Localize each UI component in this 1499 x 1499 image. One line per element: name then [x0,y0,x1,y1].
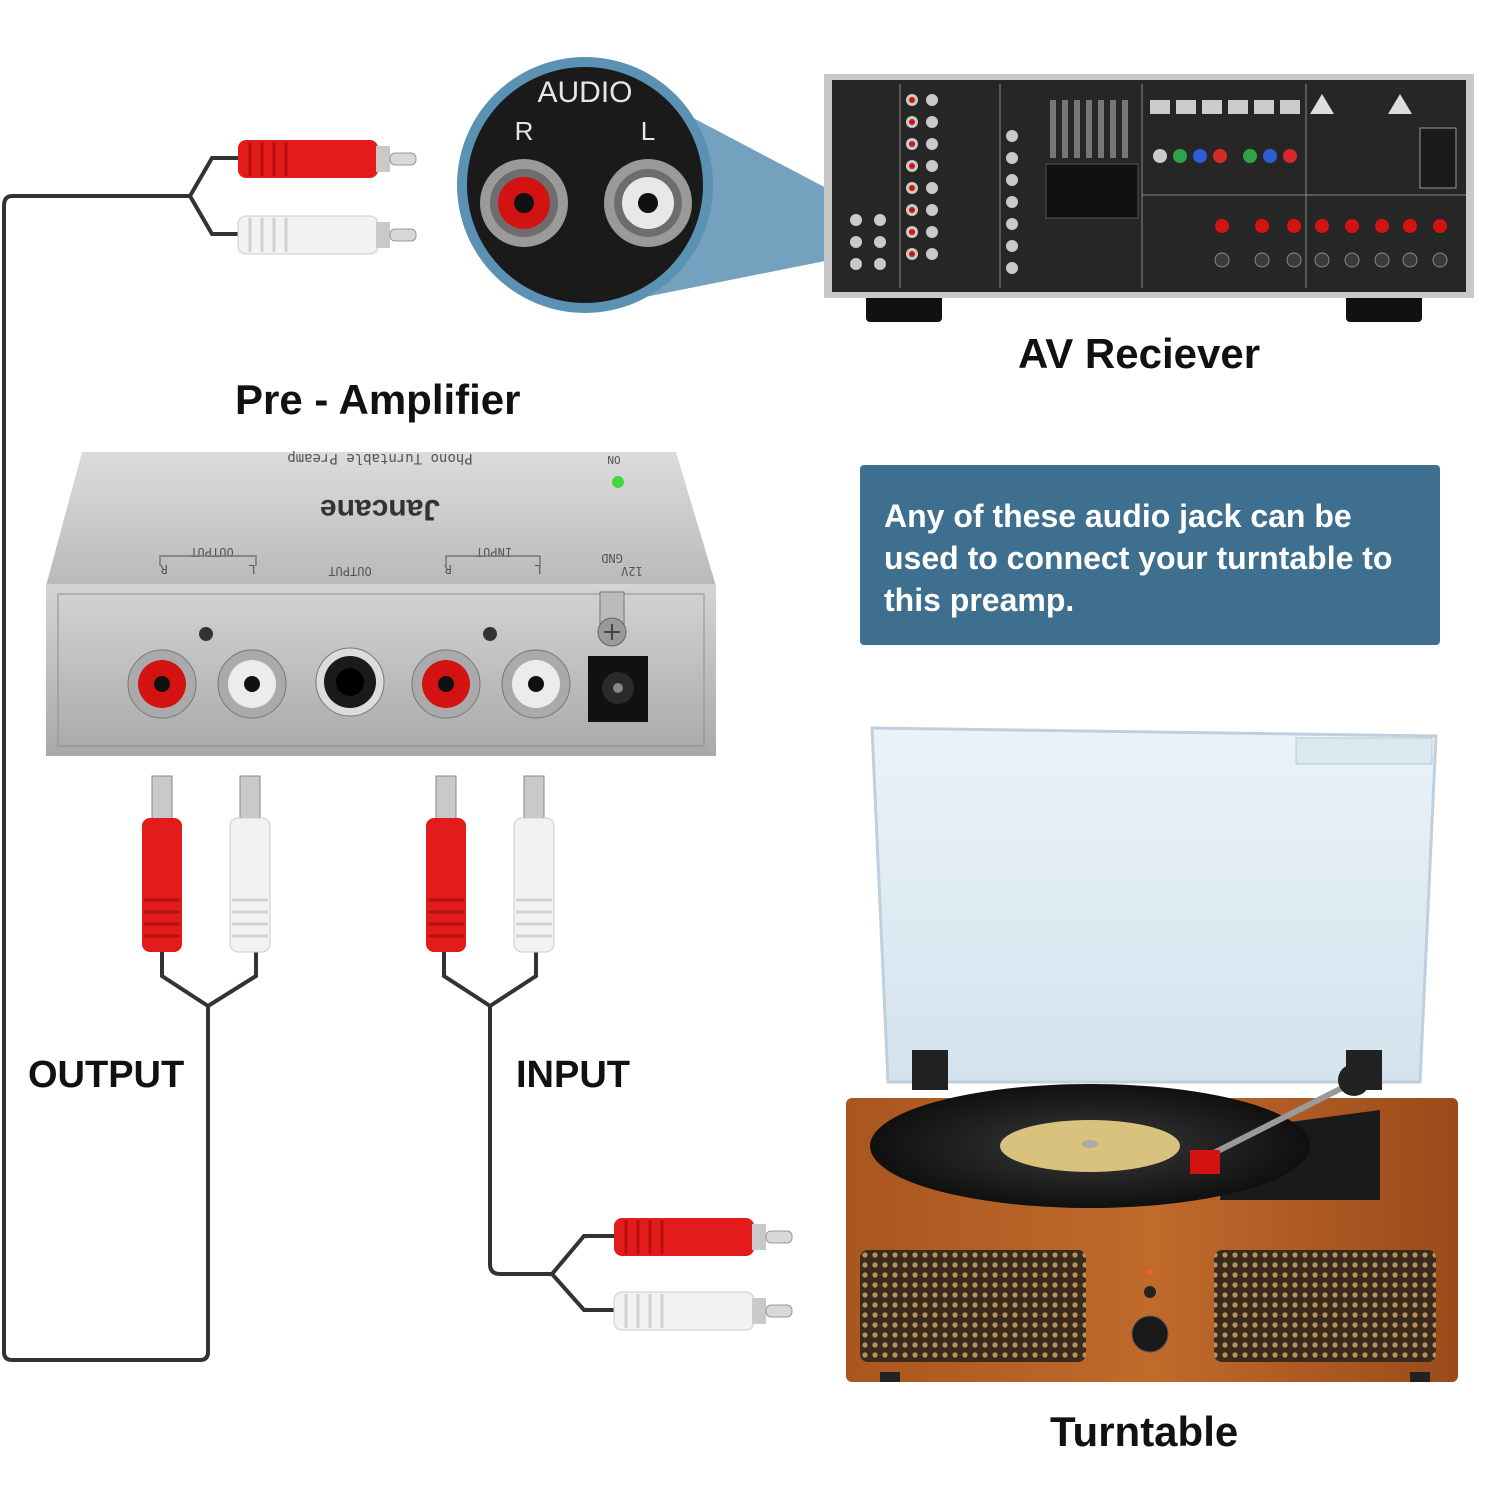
preamp-out-l-label: L [248,562,255,576]
preamp-gnd-screw [597,591,627,647]
preamp-input-group-label: INPUT [476,545,512,559]
turntable [846,726,1458,1382]
zoom-jack-r [480,159,568,247]
rca-plug-white-avr [237,215,417,255]
audio-jack-zoom: AUDIO R L [457,57,830,313]
preamp-output-jack-l [217,649,287,719]
preamp-12v-label: 12V [621,564,643,578]
preamp-title: Pre - Amplifier [235,376,521,423]
output-cable [2,156,258,1362]
component-video-jacks [1153,149,1297,163]
preamp-input-jack-l [501,649,571,719]
preamp-out-r-label: R [160,562,168,576]
rca-plug-white-output [229,775,271,953]
preamp-input-jack-r [411,649,481,719]
preamp-in-r-label: R [444,562,452,576]
rca-plug-red-output [142,775,182,952]
preamp-gnd-label: GND [601,551,623,565]
preamp-headphone-output-jack [315,647,385,717]
rca-plug-red-turntable [614,1218,793,1256]
output-label: OUTPUT [28,1054,185,1096]
input-cable [442,948,616,1312]
preamp-in-l-label: L [534,562,541,576]
info-callout-box: Any of these audio jack can be used to c… [860,465,1440,645]
preamp-output-group-label: OUTPUT [190,545,233,559]
preamp-output-jack-label: OUTPUT [328,564,371,578]
info-callout-text: Any of these audio jack can be used to c… [884,498,1393,618]
preamp-dc-power-jack [588,656,648,722]
preamp-output-jack-r [127,649,197,719]
preamp-device: Phono Turntable Preamp Jancane ON OUTPUT… [46,450,716,756]
zoom-jack-l [604,159,692,247]
volume-knob [1131,1315,1169,1353]
av-receiver-title: AV Reciever [1018,330,1261,377]
power-led [612,476,624,488]
preamp-brand-logo: Jancane [320,493,440,526]
input-label: INPUT [516,1054,630,1096]
zoom-l-label: L [641,116,655,146]
zoom-r-label: R [515,116,534,146]
preamp-led-label: ON [607,453,620,466]
rca-plug-white-turntable [613,1291,793,1331]
rca-plug-red-input [426,775,466,952]
rca-plug-red-avr [238,140,417,178]
preamp-model-text: Phono Turntable Preamp [287,450,472,466]
turntable-title: Turntable [1050,1408,1239,1455]
rca-plug-white-input [513,775,555,953]
av-receiver [824,74,1474,322]
zoom-audio-heading: AUDIO [537,76,632,109]
